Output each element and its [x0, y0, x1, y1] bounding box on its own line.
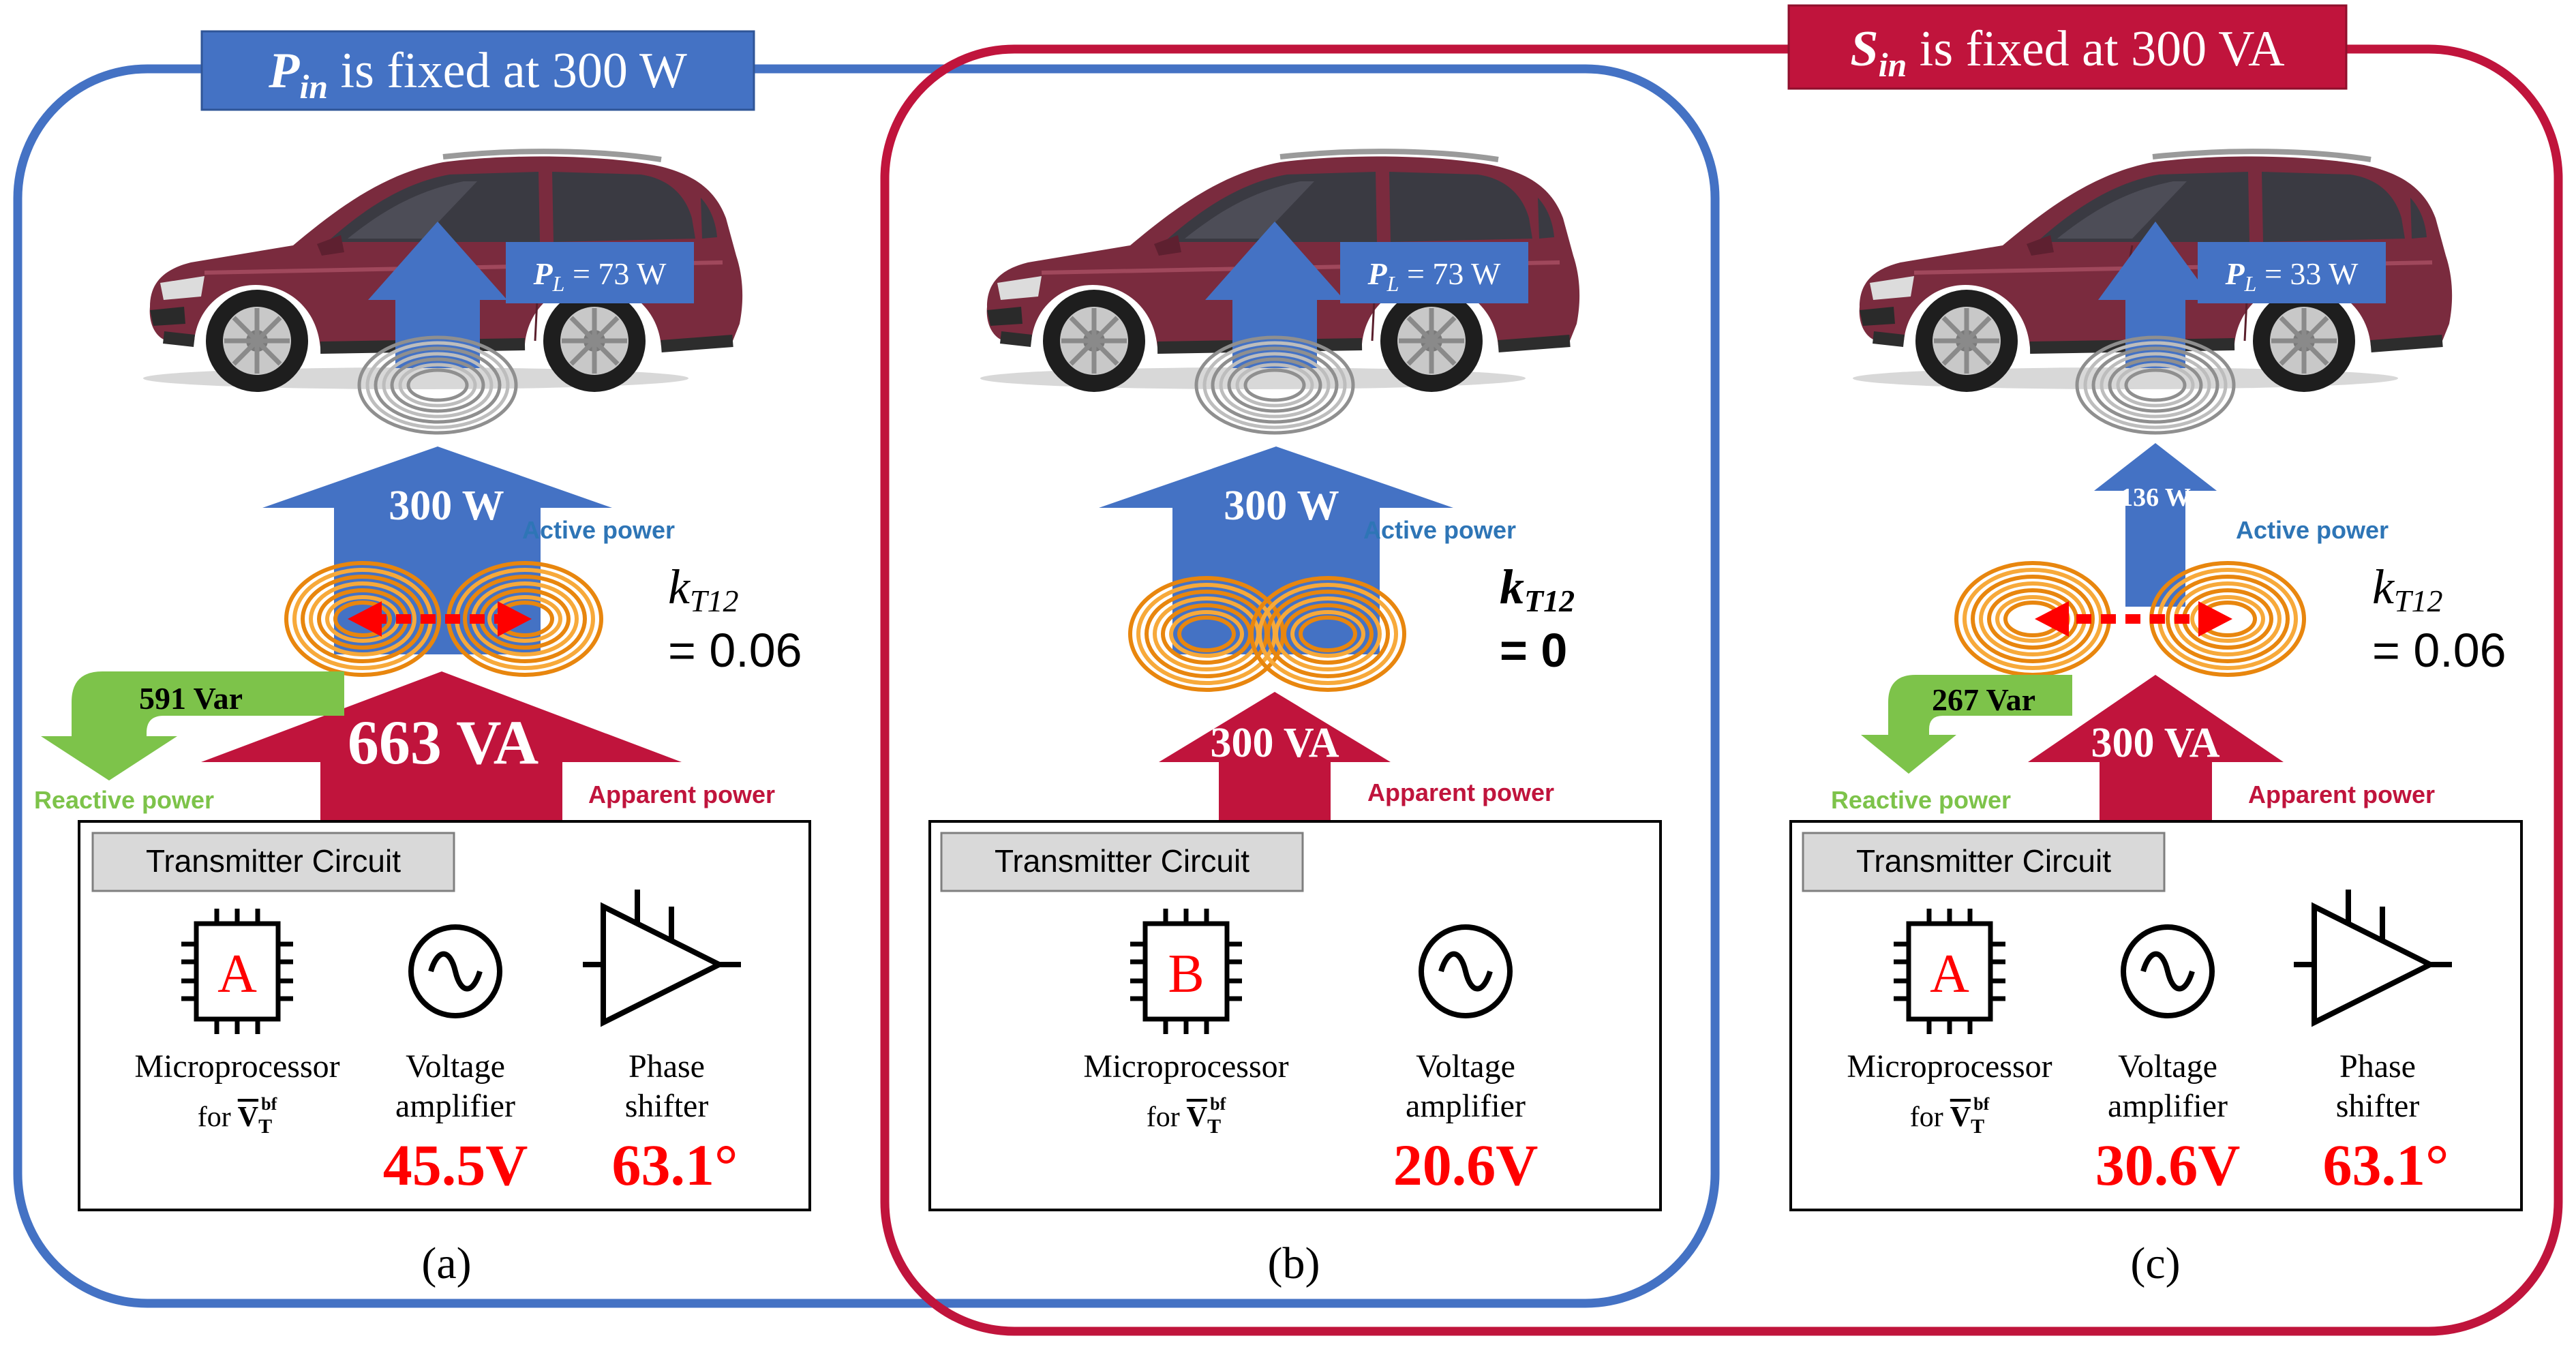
voltage-amplifier-icon-b [1421, 927, 1510, 1016]
voltage-amplifier-icon-c [2123, 927, 2212, 1016]
load-power-arrow-b [1205, 222, 1344, 368]
coupling-symbol-a: kT12 [668, 560, 739, 618]
load-power-badge-c [2198, 242, 2386, 303]
transmitter-circuit-title-c: Transmitter Circuit [1856, 843, 2111, 879]
apparent-power-arrow-a [201, 671, 682, 821]
voltage-amplifier-label-2-a: amplifier [395, 1088, 515, 1124]
phase-shifter-label-1-a: Phase [628, 1048, 705, 1085]
apparent-power-label-b: Apparent power [1367, 778, 1554, 806]
voltage-value-c: 30.6V [2095, 1132, 2241, 1198]
transmitter-circuit-title-b: Transmitter Circuit [995, 843, 1249, 879]
apparent-power-value-c: 300 VA [2091, 720, 2220, 766]
apparent-power-label-c: Apparent power [2248, 780, 2435, 808]
reactive-power-value-c: 267 Var [1932, 682, 2035, 717]
voltage-value-a: 45.5V [383, 1132, 528, 1198]
microprocessor-label-b: Microprocessor [1083, 1048, 1288, 1085]
coupling-value-a: = 0.06 [668, 624, 802, 677]
load-power-value-a: PL = 73 W [533, 256, 667, 296]
chip-letter-c: A [1930, 944, 1969, 1004]
reactive-power-value-a: 591 Var [139, 681, 243, 716]
apparent-power-arrow-c [2028, 675, 2284, 821]
chip-letter-b: B [1168, 944, 1204, 1004]
panel-a: PL = 73 W 300 W Active power kT12 = 0.06… [34, 151, 811, 1288]
pin-banner-text: Pin is fixed at 300 W [268, 43, 687, 106]
load-power-badge-b [1340, 242, 1528, 303]
transmitter-circuit-title-a: Transmitter Circuit [146, 843, 401, 879]
reactive-power-label-c: Reactive power [1831, 786, 2011, 814]
phase-shifter-label-2-c: shifter [2336, 1088, 2420, 1124]
phase-value-c: 63.1° [2323, 1132, 2449, 1198]
active-power-value-b: 300 W [1224, 483, 1339, 529]
pin-banner: Pin is fixed at 300 W [200, 30, 755, 111]
reactive-power-arrow-a [41, 671, 344, 780]
chip-letter-a: A [217, 944, 257, 1004]
voltage-value-b: 20.6V [1393, 1132, 1539, 1198]
load-power-arrow-a [368, 222, 507, 368]
apparent-power-value-a: 663 VA [348, 708, 539, 777]
voltage-amplifier-label-2-c: amplifier [2108, 1088, 2228, 1124]
sin-fixed-frame [880, 44, 2563, 1336]
coupling-value-b: = 0 [1500, 624, 1567, 677]
panel-b: PL = 73 W 300 W Active power kT12 = 0 30… [928, 151, 1662, 1288]
reactive-power-arrow-c [1861, 675, 2072, 774]
sin-banner-text: Sin is fixed at 300 VA [1850, 21, 2284, 84]
apparent-power-value-b: 300 VA [1211, 720, 1339, 766]
voltage-amplifier-label-1-a: Voltage [406, 1048, 505, 1085]
caption-b: (b) [1268, 1239, 1320, 1288]
coupling-symbol-c: kT12 [2372, 560, 2443, 618]
load-power-arrow-c [2098, 222, 2213, 368]
voltage-amplifier-label-1-c: Voltage [2118, 1048, 2217, 1085]
reactive-power-label-a: Reactive power [34, 786, 214, 814]
pin-fixed-frame [13, 64, 1720, 1308]
voltage-amplifier-label-2-b: amplifier [1406, 1088, 1526, 1124]
coupling-value-c: = 0.06 [2372, 624, 2506, 677]
microprocessor-label-c: Microprocessor [1847, 1048, 2052, 1085]
apparent-power-label-a: Apparent power [588, 780, 775, 808]
load-power-badge-a [506, 242, 694, 303]
active-power-value-c: 136 W [2120, 483, 2191, 512]
transmitter-circuit-title-bg-a [91, 832, 455, 892]
phase-shifter-label-1-c: Phase [2339, 1048, 2416, 1085]
phase-shifter-label-2-a: shifter [625, 1088, 709, 1124]
voltage-amplifier-label-1-b: Voltage [1416, 1048, 1515, 1085]
sin-banner: Sin is fixed at 300 VA [1787, 4, 2348, 90]
microprocessor-label-a: Microprocessor [134, 1048, 339, 1085]
caption-c: (c) [2130, 1239, 2180, 1288]
caption-a: (a) [421, 1239, 471, 1288]
active-power-value-a: 300 W [389, 483, 504, 529]
panel-c: PL = 33 W 136 W Active power kT12 = 0.06… [1789, 151, 2523, 1288]
active-power-label-a: Active power [522, 516, 675, 544]
active-power-label-b: Active power [1363, 516, 1516, 544]
active-power-arrow-c [2094, 443, 2217, 607]
phase-value-a: 63.1° [612, 1132, 738, 1198]
active-power-arrow-b [1099, 446, 1453, 654]
apparent-power-arrow-b [1159, 692, 1391, 821]
transmitter-circuit-title-bg-b [940, 832, 1304, 892]
voltage-amplifier-icon-a [411, 927, 500, 1016]
transmitter-circuit-title-bg-c [1802, 832, 2166, 892]
load-power-value-c: PL = 33 W [2225, 256, 2359, 296]
active-power-label-c: Active power [2236, 516, 2389, 544]
coupling-symbol-b: kT12 [1500, 560, 1575, 618]
load-power-value-b: PL = 73 W [1367, 256, 1502, 296]
